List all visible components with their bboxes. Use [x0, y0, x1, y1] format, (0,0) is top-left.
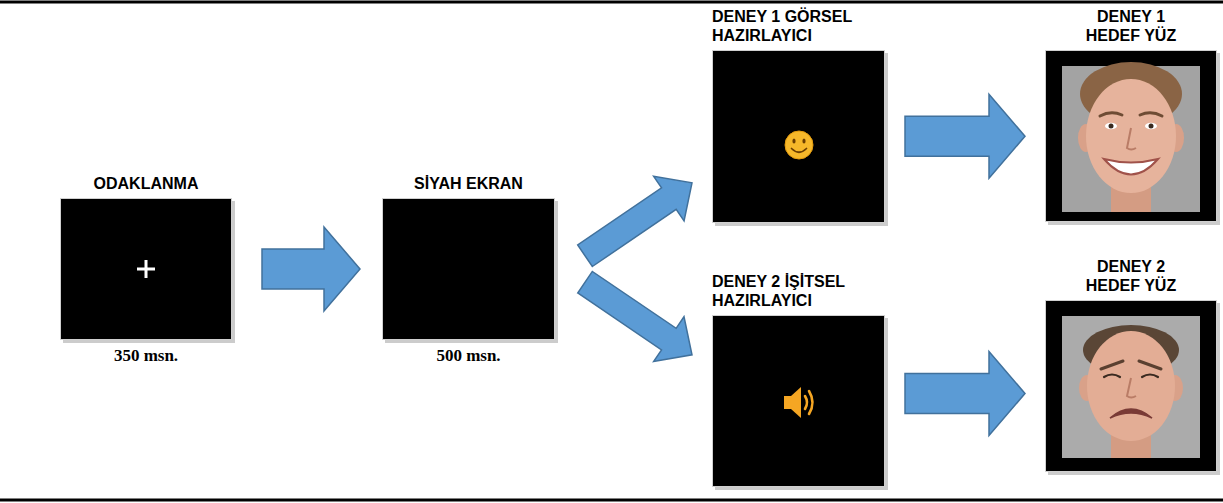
black-screen	[1045, 50, 1217, 222]
duration-label: 350 msn.	[60, 346, 232, 366]
stimulus-screen: DENEY 1 GÖRSEL HAZIRLAYICI	[712, 8, 885, 223]
screen-heading: ODAKLANMA	[60, 175, 232, 193]
face-eye	[1145, 123, 1157, 129]
sad-face-photo	[1062, 316, 1200, 458]
face-brow	[1140, 113, 1162, 116]
sound-wave	[809, 391, 813, 414]
cross-bar	[145, 260, 148, 278]
screen-frame	[712, 315, 885, 487]
screen-heading: DENEY 2 HEDEF YÜZ	[1075, 258, 1187, 295]
face-skin	[1086, 79, 1176, 193]
screen-heading: DENEY 1 HEDEF YÜZ	[1075, 8, 1187, 45]
face-pupil	[1109, 124, 1114, 129]
rule-line	[0, 499, 1223, 502]
screen-heading: SİYAH EKRAN	[382, 175, 555, 193]
block-arrow	[578, 176, 692, 266]
stimulus-screen: DENEY 1 HEDEF YÜZ	[1045, 8, 1217, 222]
screen-frame	[1045, 50, 1217, 222]
black-screen	[712, 50, 885, 223]
screen-frame	[712, 50, 885, 223]
face-eye	[1142, 375, 1158, 378]
duration-label: 500 msn.	[382, 346, 555, 366]
block-arrow	[262, 227, 360, 311]
block-arrow	[578, 271, 692, 361]
smiley-eye	[792, 138, 795, 143]
stimulus-screen: DENEY 2 HEDEF YÜZ	[1045, 258, 1217, 472]
stimulus-screen: ODAKLANMA 350 msn.	[60, 175, 232, 367]
block-arrow	[905, 94, 1025, 178]
happy-face-photo	[1062, 62, 1200, 212]
speaker-cone	[791, 387, 801, 418]
face-brow	[1100, 113, 1122, 116]
smiley-face	[785, 131, 813, 159]
face-nose	[1127, 378, 1136, 398]
screen-frame	[382, 198, 555, 340]
face-nose	[1127, 128, 1136, 150]
block-arrow	[905, 352, 1025, 436]
screen-heading: DENEY 1 GÖRSEL HAZIRLAYICI	[712, 8, 885, 45]
screen-shadow	[1048, 303, 1220, 475]
rule-line	[0, 1, 1223, 4]
black-screen	[712, 315, 885, 487]
face-brow	[1101, 361, 1123, 369]
face-brow	[1139, 361, 1161, 369]
sound-wave	[805, 396, 807, 409]
face-skin	[1087, 331, 1175, 441]
speaker-icon	[784, 387, 813, 418]
speaker-body	[784, 396, 792, 409]
screen-heading: DENEY 2 İŞİTSEL HAZIRLAYICI	[712, 273, 885, 310]
face-eye	[1105, 123, 1117, 129]
face-pupil	[1149, 124, 1154, 129]
face-eye	[1104, 375, 1120, 378]
photo-background	[1062, 316, 1200, 458]
smiley-eye	[802, 138, 805, 143]
black-screen	[382, 198, 555, 340]
stimulus-screen: SİYAH EKRAN 500 msn.	[382, 175, 555, 367]
screen-shadow	[1048, 53, 1220, 225]
black-screen	[1045, 300, 1217, 472]
face-frown	[1110, 409, 1152, 418]
fixation-cross	[137, 260, 155, 278]
stimulus-screen: DENEY 2 İŞİTSEL HAZIRLAYICI	[712, 273, 885, 487]
smiley-mouth	[792, 149, 807, 153]
screen-frame	[60, 198, 232, 340]
face-smile	[1104, 159, 1158, 175]
screen-frame	[1045, 300, 1217, 472]
smiley-icon	[785, 131, 813, 159]
black-screen	[60, 198, 232, 340]
